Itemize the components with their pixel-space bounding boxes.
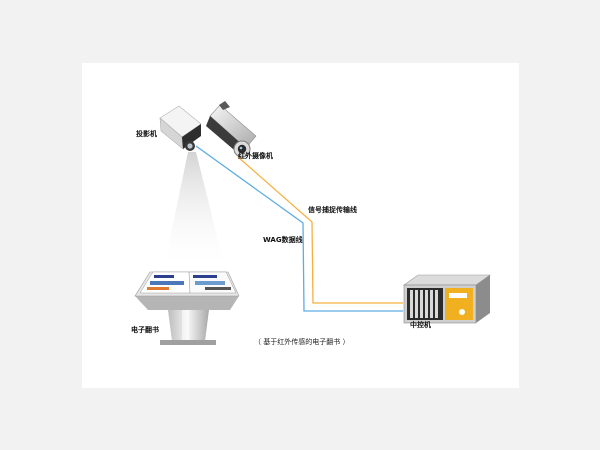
projection-beam: [163, 152, 226, 272]
controller-box-icon: [403, 274, 491, 324]
wag-cable-label: WAG数据线: [263, 236, 303, 244]
ir-camera-label: 红外摄像机: [238, 152, 273, 160]
camera-icon: [206, 101, 257, 158]
controller-label: 中控机: [410, 321, 431, 329]
wag-data-cable: [195, 145, 403, 312]
projector-label: 投影机: [136, 130, 157, 138]
signal-capture-cable: [237, 156, 403, 304]
diagram-card: [82, 63, 519, 388]
book-stand-icon: [134, 271, 240, 345]
e-book-label: 电子翻书: [131, 326, 159, 334]
projector-icon: [159, 105, 202, 151]
signal-cable-label: 信号捕捉传输线: [308, 206, 357, 214]
diagram-caption: （ 基于红外传感的电子翻书 ）: [254, 338, 350, 346]
